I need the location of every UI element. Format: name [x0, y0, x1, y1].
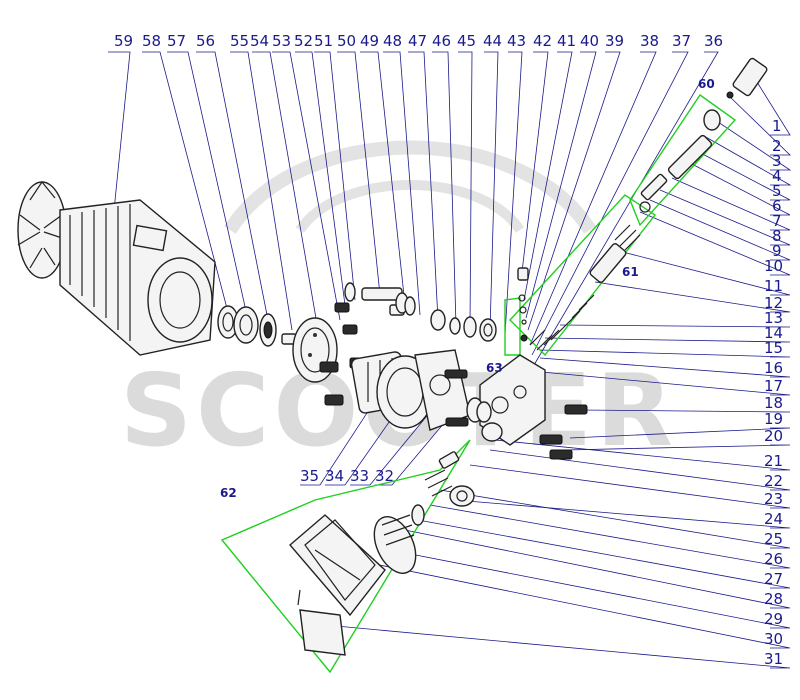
- callout-1: 1: [772, 117, 782, 135]
- callout-13: 13: [764, 309, 783, 327]
- inlet-fitting: [639, 57, 768, 213]
- bolts-right: [539, 404, 588, 460]
- callout-41: 41: [557, 32, 576, 50]
- callout-19: 19: [764, 410, 783, 428]
- callout-21: 21: [764, 452, 783, 470]
- group-label-63: 63: [486, 361, 503, 375]
- callout-17: 17: [764, 377, 783, 395]
- callout-26: 26: [764, 550, 783, 568]
- inlet-housing: [373, 451, 475, 574]
- callout-16: 16: [764, 359, 783, 377]
- callout-32: 32: [375, 467, 394, 485]
- callout-25: 25: [764, 530, 783, 548]
- callout-24: 24: [764, 510, 783, 528]
- callout-44: 44: [483, 32, 502, 50]
- callout-9: 9: [772, 242, 782, 260]
- callouts-right: 1 2 3 4 5 6 7 8 9 10 11 12 13 14 15 16 1…: [764, 117, 783, 668]
- callout-42: 42: [533, 32, 552, 50]
- callout-20: 20: [764, 427, 783, 445]
- callout-6: 6: [772, 197, 782, 215]
- plunger-row: [344, 282, 497, 342]
- group-labels: 60 61 62 63: [220, 77, 715, 500]
- callout-39: 39: [605, 32, 624, 50]
- group-label-60: 60: [698, 77, 715, 91]
- callout-28: 28: [764, 590, 783, 608]
- callout-54: 54: [250, 32, 269, 50]
- callout-47: 47: [408, 32, 427, 50]
- callout-49: 49: [360, 32, 379, 50]
- callout-52: 52: [294, 32, 313, 50]
- group-63-outline: [504, 297, 521, 356]
- callout-8: 8: [772, 227, 782, 245]
- callout-36: 36: [704, 32, 723, 50]
- leader-lines: [107, 51, 792, 669]
- callout-22: 22: [764, 472, 783, 490]
- callout-15: 15: [764, 339, 783, 357]
- group-label-61: 61: [622, 265, 639, 279]
- callout-46: 46: [432, 32, 451, 50]
- callout-57: 57: [167, 32, 186, 50]
- unloader-spring: [529, 224, 641, 351]
- callout-38: 38: [640, 32, 659, 50]
- motor-assembly: [17, 181, 216, 356]
- callout-12: 12: [764, 294, 783, 312]
- callout-11: 11: [764, 277, 783, 295]
- callout-59: 59: [114, 32, 133, 50]
- callout-34: 34: [325, 467, 344, 485]
- manifold: [466, 267, 546, 446]
- callout-56: 56: [196, 32, 215, 50]
- callout-23: 23: [764, 490, 783, 508]
- callout-29: 29: [764, 610, 783, 628]
- callout-45: 45: [457, 32, 476, 50]
- callout-51: 51: [314, 32, 333, 50]
- callout-3: 3: [772, 152, 782, 170]
- callouts-top: 59 58 57 56 55 54 53 52 51 50 49 48 47 4…: [114, 32, 723, 50]
- callout-31: 31: [764, 650, 783, 668]
- callout-53: 53: [272, 32, 291, 50]
- callout-10: 10: [764, 257, 783, 275]
- base-tray: [289, 514, 386, 656]
- callout-5: 5: [772, 182, 782, 200]
- callouts-bottom: 35 34 33 32: [300, 467, 394, 485]
- callout-7: 7: [772, 212, 782, 230]
- cooling-fan: [17, 181, 67, 279]
- callout-58: 58: [142, 32, 161, 50]
- callout-27: 27: [764, 570, 783, 588]
- group-61-outline: [509, 194, 657, 357]
- callout-50: 50: [337, 32, 356, 50]
- callout-55: 55: [230, 32, 249, 50]
- callout-48: 48: [383, 32, 402, 50]
- callout-43: 43: [507, 32, 526, 50]
- callout-30: 30: [764, 630, 783, 648]
- callout-37: 37: [672, 32, 691, 50]
- group-label-62: 62: [220, 486, 237, 500]
- callout-35: 35: [300, 467, 319, 485]
- pump-head: [414, 349, 471, 431]
- bearing-set: [217, 305, 297, 347]
- callout-14: 14: [764, 324, 783, 342]
- callout-18: 18: [764, 394, 783, 412]
- group-60-outline: [629, 94, 737, 227]
- callout-33: 33: [350, 467, 369, 485]
- callout-2: 2: [772, 137, 782, 155]
- callout-4: 4: [772, 167, 782, 185]
- callout-40: 40: [580, 32, 599, 50]
